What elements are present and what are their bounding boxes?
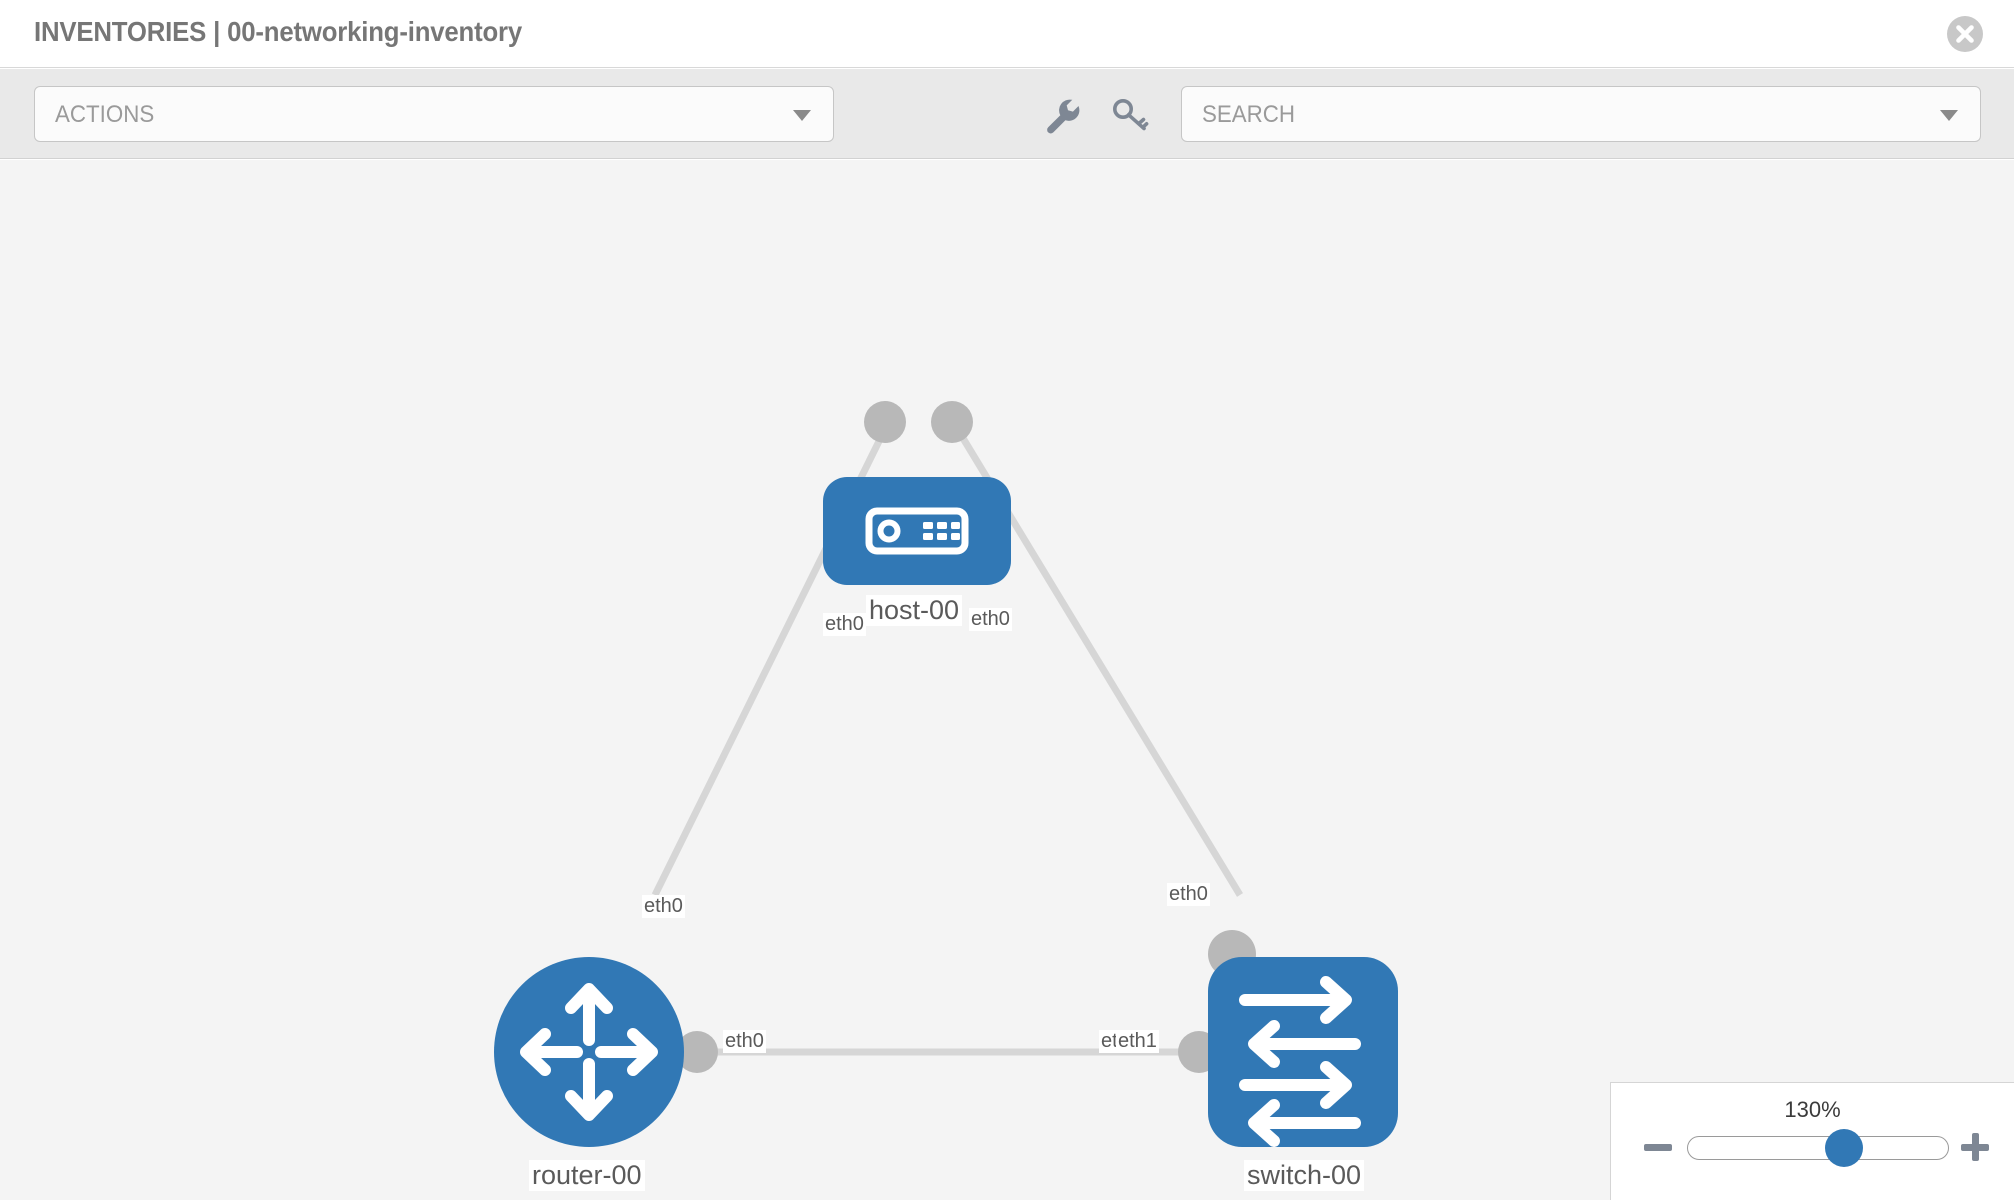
- toolbar: ACTIONS SEARCH: [0, 69, 2014, 159]
- node-host-00[interactable]: [823, 477, 1011, 585]
- zoom-slider-thumb[interactable]: [1825, 1129, 1863, 1167]
- topology-canvas[interactable]: host-00 router-00 switch-00 eth0 eth0 et…: [0, 160, 2014, 1200]
- actions-dropdown[interactable]: ACTIONS: [34, 86, 834, 142]
- node-label-router-00: router-00: [529, 1160, 645, 1191]
- port-label-switch-up-eth0: eth0: [1167, 883, 1210, 906]
- key-icon[interactable]: [1108, 93, 1152, 137]
- port-label-host-right-eth0: eth0: [969, 608, 1012, 631]
- close-icon[interactable]: [1946, 15, 1984, 53]
- zoom-control: 130%: [1610, 1082, 2014, 1200]
- port-label-host-left-eth0: eth0: [823, 613, 866, 636]
- chevron-down-icon: [793, 110, 811, 121]
- port-label-switch-left-eth1: eth1: [1116, 1030, 1159, 1053]
- node-label-switch-00: switch-00: [1244, 1160, 1365, 1191]
- port-label-router-up-eth0: eth0: [642, 895, 685, 918]
- topology-graph: [494, 401, 1398, 1147]
- actions-dropdown-label: ACTIONS: [55, 101, 155, 128]
- chevron-down-icon: [1940, 110, 1958, 121]
- port-host-right: [931, 401, 973, 443]
- node-router-00[interactable]: [494, 957, 684, 1147]
- page-header: INVENTORIES | 00-networking-inventory: [0, 0, 2014, 68]
- page-title: INVENTORIES | 00-networking-inventory: [34, 16, 523, 47]
- zoom-slider[interactable]: [1687, 1129, 1949, 1167]
- port-router-right: [676, 1031, 718, 1073]
- search-placeholder: SEARCH: [1202, 101, 1296, 128]
- node-label-host-00: host-00: [866, 595, 963, 626]
- zoom-level-value: 130%: [1784, 1097, 1841, 1122]
- port-label-router-right-eth0: eth0: [723, 1030, 766, 1053]
- wrench-icon[interactable]: [1040, 93, 1084, 137]
- plus-icon[interactable]: [1958, 1130, 1992, 1164]
- minus-icon[interactable]: [1641, 1130, 1675, 1164]
- node-switch-00[interactable]: [1208, 957, 1398, 1147]
- search-input[interactable]: SEARCH: [1181, 86, 1981, 142]
- port-host-left: [864, 401, 906, 443]
